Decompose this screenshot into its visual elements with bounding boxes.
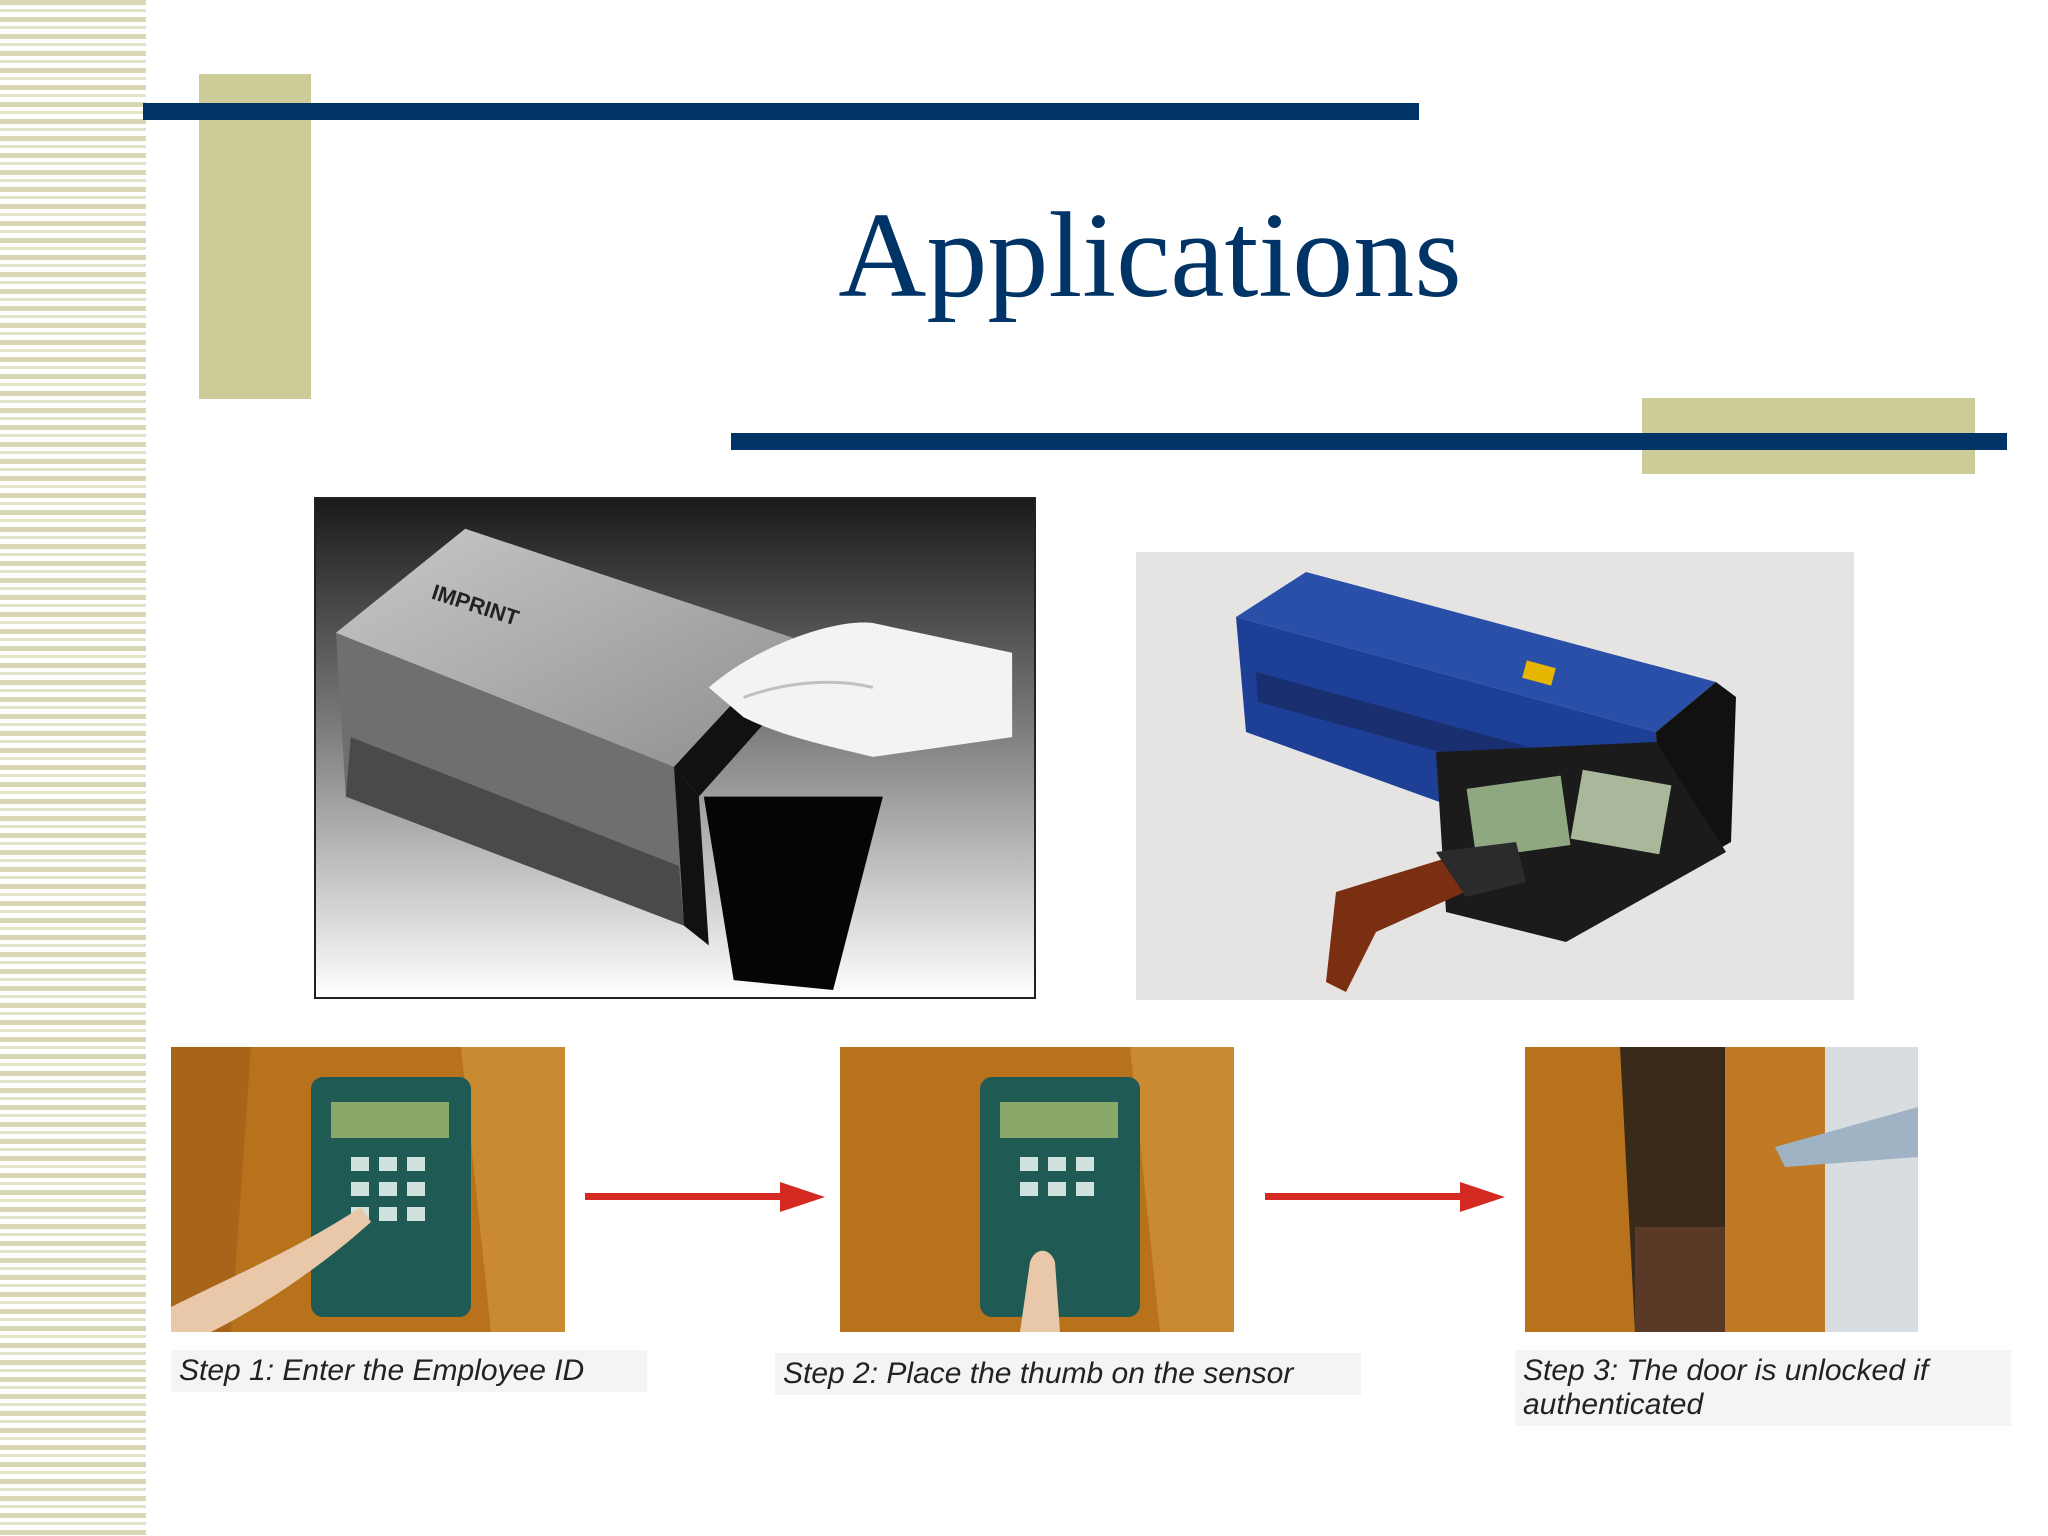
header-bottom-rule	[731, 433, 2007, 450]
arrow-2	[1265, 1182, 1505, 1212]
step-1-caption: Step 1: Enter the Employee ID	[171, 1350, 647, 1392]
blue-safe-photo	[1136, 552, 1854, 1000]
keypad-entry-photo	[171, 1047, 565, 1332]
step-3-caption: Step 3: The door is unlocked if authenti…	[1515, 1350, 2011, 1426]
step-2-caption: Step 2: Place the thumb on the sensor	[775, 1353, 1361, 1395]
header-khaki-block	[199, 74, 311, 399]
door-unlocked-photo	[1525, 1047, 1918, 1332]
header-top-rule	[143, 103, 1419, 120]
slide-title: Applications	[838, 188, 1462, 323]
fingerprint-box-photo: IMPRINT	[314, 497, 1036, 999]
left-stripe-pattern	[0, 0, 146, 1536]
thumb-sensor-photo	[840, 1047, 1234, 1332]
arrow-1	[585, 1182, 825, 1212]
